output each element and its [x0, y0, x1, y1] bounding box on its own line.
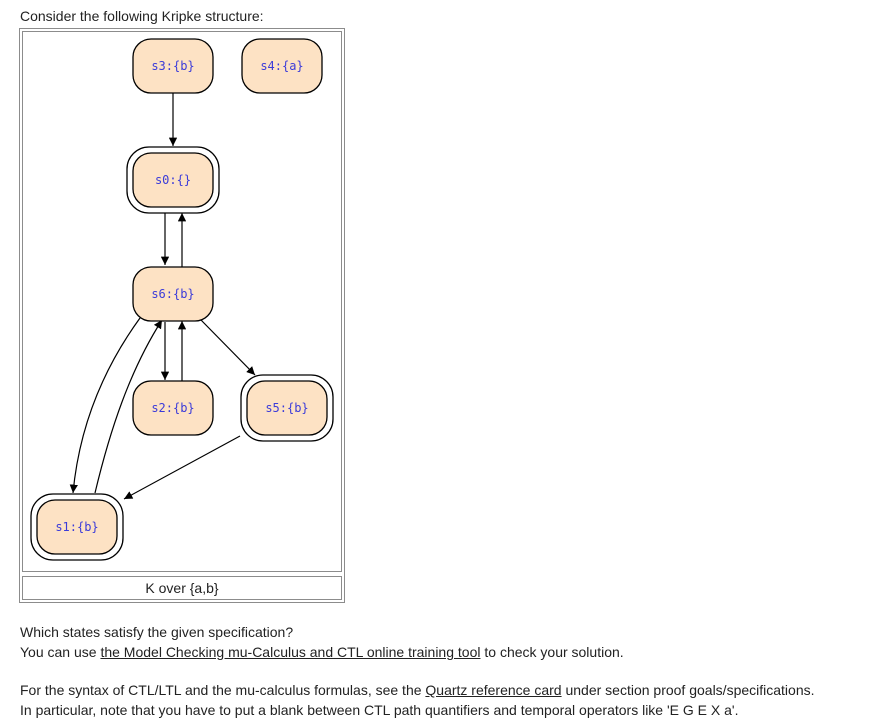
syntax-hint: For the syntax of CTL/LTL and the mu-cal… [20, 680, 815, 700]
edge-s5-s1 [123, 435, 241, 500]
syntax-hint-suffix: under section proof goals/specifications… [561, 682, 815, 698]
question-text: Which states satisfy the given specifica… [20, 624, 294, 640]
state-s0: s0:{} [126, 146, 220, 214]
kripke-caption: K over {a,b} [22, 576, 342, 600]
edge-s1-s6 [94, 319, 163, 494]
state-s6: s6:{b} [132, 266, 214, 322]
syntax-hint-prefix: For the syntax of CTL/LTL and the mu-cal… [20, 682, 426, 698]
kripke-figure: K over {a,b} [19, 28, 345, 603]
state-s3: s3:{b} [132, 38, 214, 94]
syntax-note: In particular, note that you have to put… [20, 702, 739, 718]
state-s1: s1:{b} [30, 493, 124, 561]
state-s4: s4:{a} [241, 38, 323, 94]
state-s6-label: s6:{b} [151, 287, 194, 301]
state-s3-label: s3:{b} [151, 59, 194, 73]
state-s0-label: s0:{} [155, 173, 191, 187]
edge-s6-s5 [200, 319, 256, 376]
edge-s6-s1 [69, 317, 141, 494]
state-s5-label: s5:{b} [265, 401, 308, 415]
syntax-block: For the syntax of CTL/LTL and the mu-cal… [20, 680, 815, 720]
intro-text: Consider the following Kripke structure: [20, 8, 264, 24]
quartz-reference-link[interactable]: Quartz reference card [425, 682, 562, 698]
tool-hint-suffix: to check your solution. [480, 644, 624, 660]
state-s5: s5:{b} [240, 374, 334, 442]
question-block: Which states satisfy the given specifica… [20, 622, 624, 662]
tool-hint: You can use the Model Checking mu-Calcul… [20, 642, 624, 662]
tool-hint-prefix: You can use [20, 644, 101, 660]
kripke-edges [69, 93, 256, 500]
training-tool-link[interactable]: the Model Checking mu-Calculus and CTL o… [100, 644, 481, 660]
kripke-graph-panel [22, 31, 342, 572]
kripke-graph: s3:{b} s4:{a} s0:{} s6:{b} s2:{b} s5:{b}… [30, 38, 334, 561]
state-s2: s2:{b} [132, 380, 214, 436]
state-s2-label: s2:{b} [151, 401, 194, 415]
state-s4-label: s4:{a} [260, 59, 303, 73]
state-s1-label: s1:{b} [55, 520, 98, 534]
